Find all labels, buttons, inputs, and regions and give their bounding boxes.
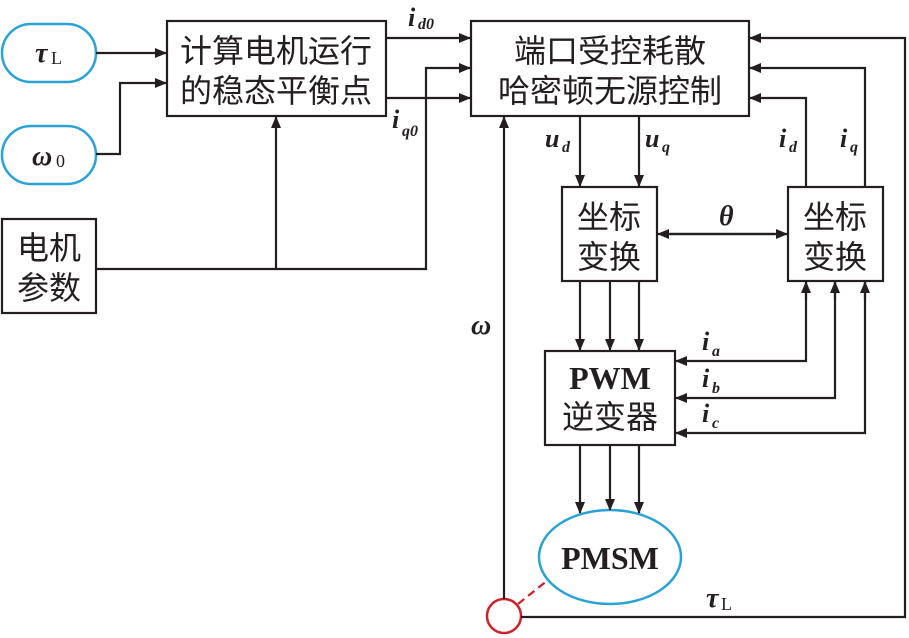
controller-line1: 端口受控耗散 bbox=[514, 32, 706, 70]
svg-text:u: u bbox=[645, 124, 659, 153]
inverter-line1: PWM bbox=[569, 360, 651, 396]
coordinate-transform-left: 坐标 变换 bbox=[560, 185, 659, 283]
equilibrium-line2: 的稳态平衡点 bbox=[180, 72, 372, 110]
label-ib: i b bbox=[702, 364, 720, 397]
input-tau-l: τ L bbox=[0, 22, 98, 84]
label-omega: ω bbox=[471, 310, 491, 341]
passivity-controller-block: 端口受控耗散 哈密顿无源控制 bbox=[469, 19, 751, 118]
equilibrium-block: 计算电机运行 的稳态平衡点 bbox=[165, 19, 388, 118]
omega0-subscript: 0 bbox=[56, 151, 65, 171]
arrow-iq-feedback bbox=[749, 63, 867, 187]
svg-text:i: i bbox=[702, 327, 710, 356]
tau-l-subscript: L bbox=[51, 48, 62, 68]
svg-text:d: d bbox=[562, 139, 571, 156]
svg-text:i: i bbox=[702, 399, 710, 428]
arrow-ic bbox=[675, 282, 867, 438]
svg-text:τ: τ bbox=[706, 583, 720, 614]
pwm-inverter-block: PWM 逆变器 bbox=[543, 349, 677, 447]
input-omega0: ω 0 bbox=[0, 124, 98, 186]
label-uq: u q bbox=[645, 124, 670, 156]
svg-text:i: i bbox=[408, 3, 416, 32]
svg-text:b: b bbox=[712, 380, 720, 397]
arrow-params-to-controller bbox=[96, 63, 471, 271]
pmsm-motor: PMSM bbox=[537, 508, 683, 606]
tau-l-symbol: τ bbox=[35, 38, 49, 69]
label-tau-l-feedback: τ L bbox=[706, 583, 732, 614]
controller-line2: 哈密顿无源控制 bbox=[498, 72, 722, 110]
svg-text:i: i bbox=[840, 124, 848, 153]
motor-params-line2: 参数 bbox=[17, 269, 81, 307]
svg-text:i: i bbox=[392, 105, 400, 134]
svg-text:c: c bbox=[712, 415, 719, 432]
pmsm-label: PMSM bbox=[561, 540, 659, 576]
transform-right-line2: 变换 bbox=[803, 238, 867, 276]
arrow-ib bbox=[675, 282, 837, 403]
signal-labels: i d0 i q0 u d u q i d i q θ i a i b bbox=[392, 3, 858, 614]
label-theta: θ bbox=[719, 201, 734, 232]
label-ia: i a bbox=[702, 327, 720, 360]
svg-text:i: i bbox=[779, 124, 787, 153]
connections bbox=[96, 33, 907, 619]
label-ud: u d bbox=[545, 124, 571, 156]
label-iq0: i q0 bbox=[392, 105, 418, 140]
svg-text:a: a bbox=[712, 343, 720, 360]
arrow-tau-feedback bbox=[521, 33, 907, 619]
transform-left-line1: 坐标 bbox=[577, 198, 641, 236]
arrow-ia bbox=[675, 282, 808, 366]
coordinate-transform-right: 坐标 变换 bbox=[786, 185, 885, 283]
label-iq: i q bbox=[840, 124, 858, 156]
label-id: i d bbox=[779, 124, 798, 156]
motor-params-block: 电机 参数 bbox=[0, 217, 98, 315]
arrow-omega0-to-equilibrium bbox=[96, 78, 167, 156]
svg-text:d: d bbox=[789, 139, 798, 156]
label-id0: i d0 bbox=[408, 3, 434, 33]
svg-text:i: i bbox=[702, 364, 710, 393]
svg-text:u: u bbox=[545, 124, 559, 153]
svg-text:q0: q0 bbox=[402, 123, 418, 140]
equilibrium-line1: 计算电机运行 bbox=[180, 32, 372, 70]
motor-params-line1: 电机 bbox=[17, 229, 81, 267]
svg-text:L: L bbox=[721, 594, 732, 614]
inverter-line2: 逆变器 bbox=[562, 398, 658, 436]
speed-sensor bbox=[485, 579, 549, 635]
svg-text:q: q bbox=[850, 139, 858, 156]
transform-right-line1: 坐标 bbox=[803, 198, 867, 236]
arrow-id-feedback bbox=[749, 93, 808, 187]
svg-text:q: q bbox=[662, 139, 670, 156]
label-ic: i c bbox=[702, 399, 719, 432]
svg-text:d0: d0 bbox=[418, 16, 434, 33]
transform-left-line2: 变换 bbox=[577, 238, 641, 276]
omega0-symbol: ω bbox=[32, 141, 52, 172]
